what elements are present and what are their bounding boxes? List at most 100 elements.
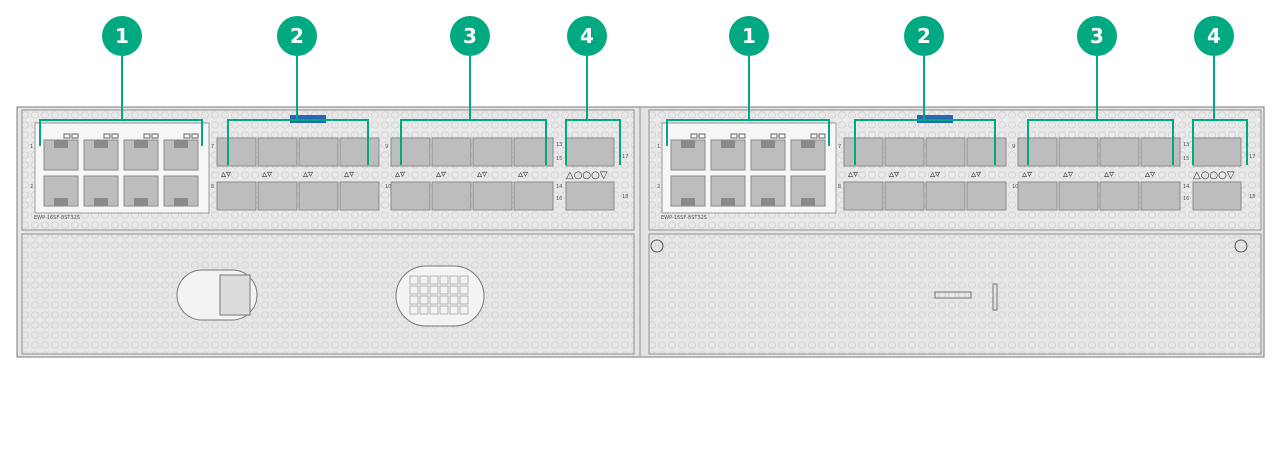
callout-number: 2 <box>290 24 304 48</box>
port-led <box>698 133 706 139</box>
vent-cell <box>459 275 469 285</box>
sfp-group-2-led-glyph: ▵▿ <box>262 169 272 180</box>
sfp-group-2-led-glyph: ▵▿ <box>889 169 899 180</box>
port-number-label: 16 <box>556 196 562 202</box>
sfp-group-3-led-glyph: ▵▿ <box>1063 169 1073 180</box>
port-number-label: 2 <box>657 184 660 190</box>
sfp-group-4-port <box>1192 181 1242 211</box>
port-led <box>71 133 79 139</box>
captive-screw <box>1234 239 1248 253</box>
sfp-group-2-port <box>339 137 380 167</box>
sfp-group-3-port <box>1140 137 1181 167</box>
callout-marker <box>1194 16 1234 56</box>
vent-cell <box>439 285 449 295</box>
sfp-group-2-port <box>843 181 884 211</box>
sfp-group-2-port <box>257 137 298 167</box>
sfp-group-3-port <box>1058 181 1099 211</box>
port-led <box>778 133 786 139</box>
sfp-group-2-led-glyph: ▵▿ <box>221 169 231 180</box>
vent-cell <box>419 285 429 295</box>
sfp-group-3-port <box>390 181 431 211</box>
rj45-latch <box>681 140 695 148</box>
sfp-group-3-port <box>1099 181 1140 211</box>
rj45-latch <box>94 198 108 206</box>
sfp-group-2-port <box>298 181 339 211</box>
port-led <box>738 133 746 139</box>
sfp-group-3-led-glyph: ▵▿ <box>436 169 446 180</box>
vent-cell <box>409 285 419 295</box>
vent-cell <box>439 295 449 305</box>
port-number-label: 9 <box>385 144 388 150</box>
callout-marker <box>450 16 490 56</box>
sfp-group-3-led-glyph: ▵▿ <box>1145 169 1155 180</box>
sfp-group-2-port <box>216 181 257 211</box>
callout-bracket <box>1027 119 1174 165</box>
sfp-group-3-port <box>1058 137 1099 167</box>
vent-cell <box>419 275 429 285</box>
sfp-group-2-led-glyph: ▵▿ <box>930 169 940 180</box>
rj45-latch <box>721 198 735 206</box>
port-number-label: 8 <box>211 184 214 190</box>
callout-number: 2 <box>917 24 931 48</box>
vent-cell <box>449 285 459 295</box>
vent-cell <box>459 305 469 315</box>
sfp-group-2-port <box>216 137 257 167</box>
vent-cell <box>449 295 459 305</box>
vent-cell <box>409 305 419 315</box>
rj45-latch <box>134 140 148 148</box>
sfp-group-3-led-glyph: ▵▿ <box>518 169 528 180</box>
sfp-group-4-port <box>565 137 615 167</box>
port-number-label: 10 <box>385 184 391 190</box>
rj45-latch <box>721 140 735 148</box>
port-led <box>818 133 826 139</box>
vent-cell <box>429 285 439 295</box>
callout-marker <box>567 16 607 56</box>
sfp-group-4-port <box>1192 137 1242 167</box>
module-lower-pattern <box>22 234 634 354</box>
callout-bracket <box>1192 119 1248 165</box>
sfp-group-3-led-glyph: ▵▿ <box>1104 169 1114 180</box>
rj45-latch <box>801 198 815 206</box>
sfp-group-2-led-glyph: ▵▿ <box>971 169 981 180</box>
callout-number: 4 <box>580 24 594 48</box>
callout-marker <box>1077 16 1117 56</box>
port-led <box>770 133 778 139</box>
port-number-label: 8 <box>838 184 841 190</box>
port-led <box>183 133 191 139</box>
callout-number: 4 <box>1207 24 1221 48</box>
callout-number: 1 <box>742 24 756 48</box>
port-number-label: 9 <box>1012 144 1015 150</box>
rj45-latch <box>761 198 775 206</box>
callout-marker <box>277 16 317 56</box>
vent-cell <box>419 305 429 315</box>
port-number-label: 16 <box>1183 196 1189 202</box>
sfp-group-3-port <box>1140 181 1181 211</box>
port-led <box>690 133 698 139</box>
vent-cell <box>429 295 439 305</box>
sfp-group-3-port <box>431 137 472 167</box>
port-led <box>730 133 738 139</box>
vent-cell <box>459 295 469 305</box>
module-model-label: EWP-16SF-8ST32S <box>34 215 80 221</box>
port-number-label: 15 <box>1183 156 1189 162</box>
sfp-group-3-port <box>390 137 431 167</box>
handle-latch <box>219 274 251 316</box>
port-led <box>111 133 119 139</box>
lever-indicator <box>992 283 998 311</box>
callout-marker <box>102 16 142 56</box>
rj45-port <box>790 139 826 171</box>
sfp-group-2-port <box>843 137 884 167</box>
vent-cell <box>409 295 419 305</box>
status-indicator-glyphs: △○○○▽ <box>566 170 608 181</box>
port-number-label: 18 <box>622 194 628 200</box>
vent-cell <box>429 305 439 315</box>
port-led <box>63 133 71 139</box>
rj45-latch <box>174 198 188 206</box>
port-number-label: 15 <box>556 156 562 162</box>
rj45-latch <box>94 140 108 148</box>
port-number-label: 7 <box>211 144 214 150</box>
sfp-group-3-port <box>1017 181 1058 211</box>
port-number-label: 14 <box>1183 184 1189 190</box>
port-number-label: 13 <box>556 142 562 148</box>
vent-cell <box>459 285 469 295</box>
